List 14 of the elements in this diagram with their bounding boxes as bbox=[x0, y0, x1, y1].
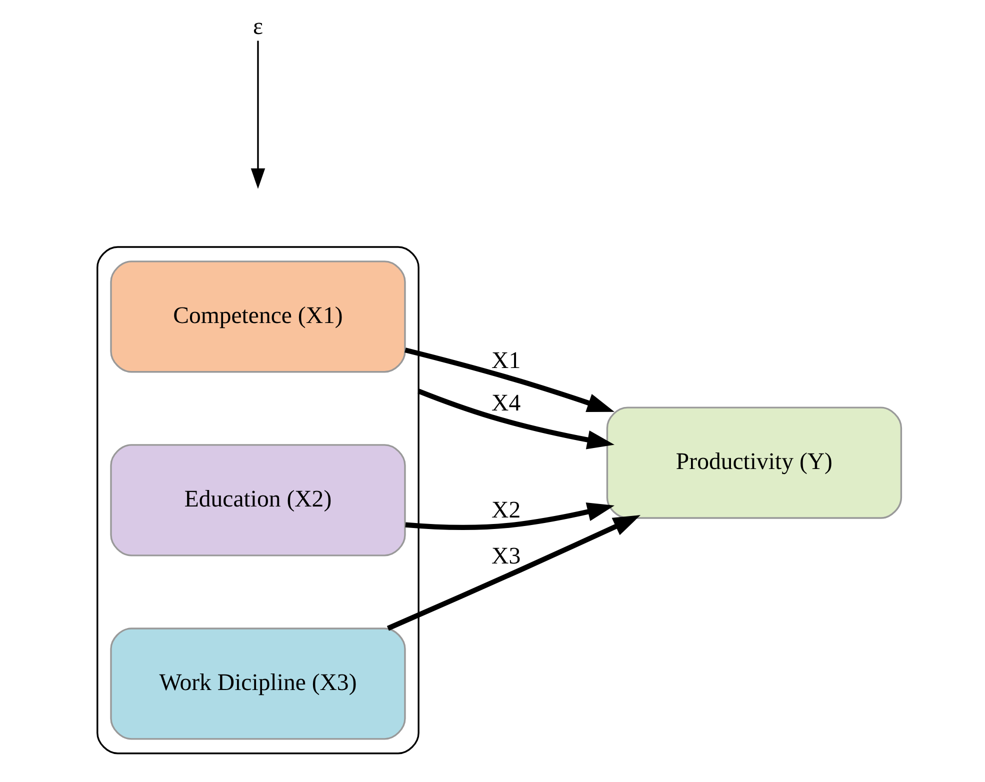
edge-label: X2 bbox=[492, 498, 521, 524]
edge-label: X1 bbox=[492, 348, 521, 374]
arrow bbox=[404, 348, 614, 412]
cluster bbox=[96, 246, 420, 754]
edge-label: X3 bbox=[492, 543, 521, 570]
node-box: Education (X2) bbox=[110, 444, 406, 556]
node-text: ε bbox=[252, 14, 263, 40]
arrow bbox=[386, 515, 641, 631]
node-box: Productivity (Y) bbox=[606, 406, 902, 519]
arrow bbox=[418, 388, 614, 450]
node-box: Work Dicipline (X3) bbox=[110, 628, 406, 740]
arrow bbox=[405, 502, 615, 530]
edge-label: X4 bbox=[492, 390, 521, 416]
node-box: Competence (X1) bbox=[110, 260, 406, 373]
